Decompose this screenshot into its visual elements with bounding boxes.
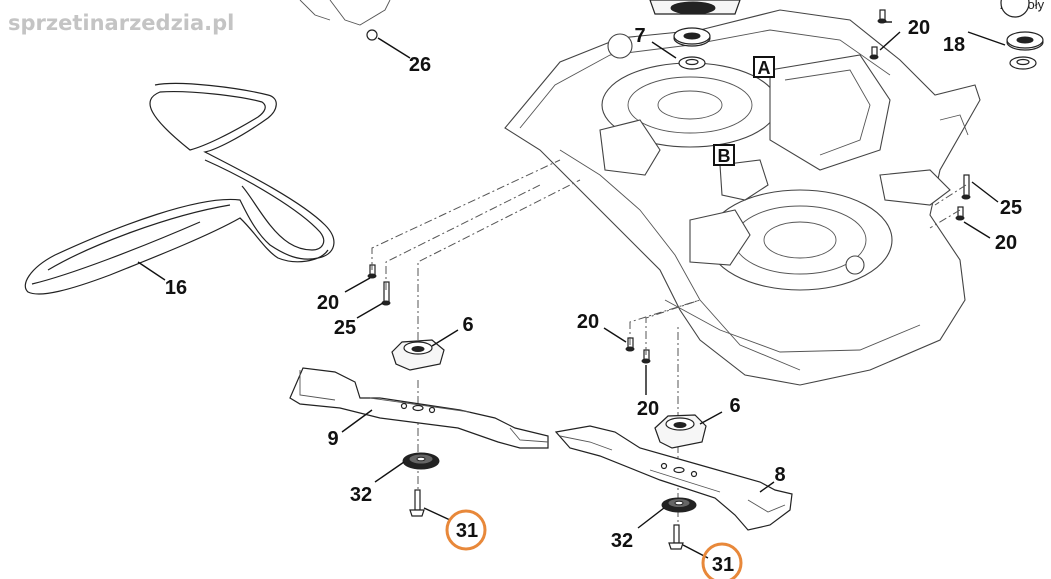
callout-9: 9 [327,428,338,450]
blade-hub-left [391,339,445,371]
bolts-left [367,264,391,306]
bolts-right [955,174,971,221]
svg-text:A: A [758,58,771,78]
callout-26: 26 [409,54,431,76]
mower-blade-8 [554,425,793,531]
watermark: sprzetinarzedzia.pl [8,11,234,35]
bearing-7 [673,27,711,70]
callout-32-left: 32 [350,484,372,506]
callout-7: 7 [634,25,645,47]
drive-belt [24,82,335,295]
callout-6-left: 6 [462,314,473,336]
assembly-axes [371,159,967,540]
leader-lines [137,21,1006,559]
callout-25-right: 25 [1000,197,1022,219]
callout-20-mid: 20 [577,311,599,333]
callout-25-left: 25 [334,317,356,339]
callout-18: 18 [943,34,965,56]
section-label-b: B [713,144,735,166]
callout-20-top: 20 [908,17,930,39]
mower-blade-9 [289,367,549,449]
callout-20-right: 20 [995,232,1017,254]
washer-32-left [402,452,440,470]
section-label-a: A [753,56,775,78]
highlight-ring-31-right [701,542,743,579]
callout-8: 8 [774,464,785,486]
callout-32-right: 32 [611,530,633,552]
callout-20-left: 20 [317,292,339,314]
callouts: 7 18 20 26 16 25 20 20 25 6 9 32 31 20 2… [165,17,1022,576]
callout-6-right: 6 [729,395,740,417]
blade-hub-right [654,414,707,449]
bolts-top-right [869,9,887,60]
callout-31-left: 31 [456,520,478,542]
bearing-18 [1000,0,1044,70]
top-pulley [649,0,741,15]
highlight-ring-31-left [445,509,487,551]
bolt-31-left [409,489,425,517]
upper-left-part [299,0,391,41]
callout-20-mid2: 20 [637,398,659,420]
callout-16: 16 [165,277,187,299]
svg-text:B: B [718,146,731,166]
mower-deck [504,9,981,386]
callout-31-right: 31 [712,554,734,576]
washer-32-right [661,497,697,513]
bolt-31-right [668,524,684,550]
